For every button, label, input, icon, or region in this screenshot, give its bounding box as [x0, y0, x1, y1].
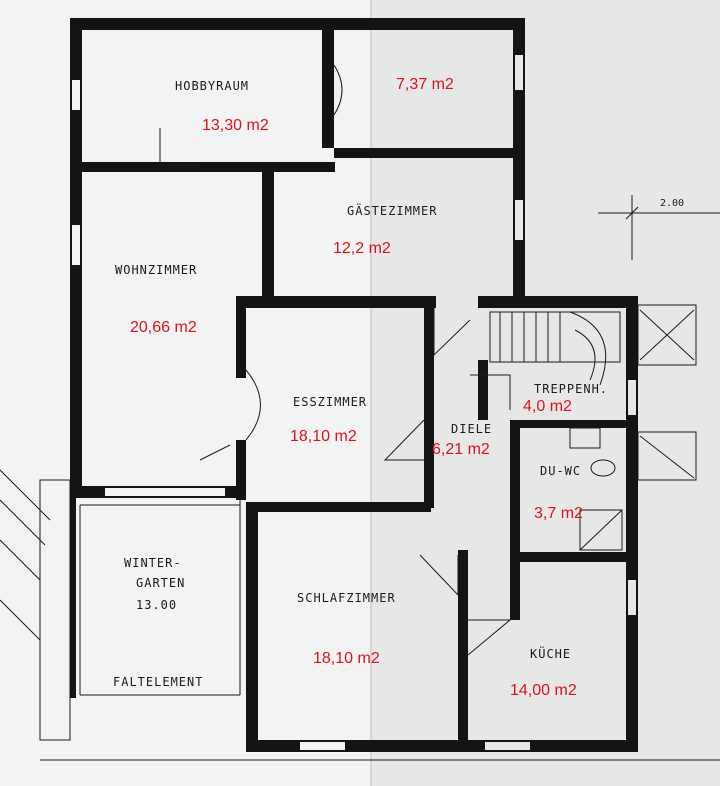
- room-label-hobbyraum: HOBBYRAUM: [175, 79, 249, 93]
- room-label-wohnzimmer: WOHNZIMMER: [115, 263, 197, 277]
- room-area-gaestezimmer: 12,2 m2: [333, 240, 391, 257]
- room-area-duwc: 3,7 m2: [534, 505, 583, 522]
- room-label-treppenhaus: TREPPENH.: [534, 382, 608, 396]
- terrace-hatching: [0, 469, 720, 761]
- room-area-wohnzimmer: 20,66 m2: [130, 319, 197, 336]
- room-label-schlafzimmer: SCHLAFZIMMER: [297, 591, 396, 605]
- room-area-esszimmer: 18,10 m2: [290, 428, 357, 445]
- room-label-kueche: KÜCHE: [530, 645, 571, 661]
- room-label-wintergarten-1: WINTER-: [124, 556, 182, 570]
- room-area-abstell: 7,37 m2: [396, 76, 454, 93]
- room-area-hobbyraum: 13,30 m2: [202, 117, 269, 134]
- doors: [159, 64, 512, 656]
- room-area-diele: 6,21 m2: [432, 441, 490, 458]
- room-label-diele: DIELE: [451, 422, 492, 436]
- room-label-wintergarten-3: 13.00: [136, 598, 177, 612]
- windows: [72, 55, 636, 750]
- room-label-wintergarten-2: GARTEN: [136, 576, 185, 590]
- paper-fold-line: [370, 0, 372, 786]
- room-label-gaestezimmer: GÄSTEZIMMER: [347, 203, 437, 218]
- winter-garden-frame: [79, 500, 241, 696]
- room-label-duwc: DU-WC: [540, 464, 581, 478]
- room-area-schlafzimmer: 18,10 m2: [313, 650, 380, 667]
- dimension-label: 2.00: [660, 198, 684, 209]
- faltelement-label: FALTELEMENT: [113, 675, 203, 689]
- paper-fold-left: [0, 0, 370, 786]
- room-area-kueche: 14,00 m2: [510, 682, 577, 699]
- sanitary-fixtures: [569, 427, 623, 551]
- staircase: [489, 311, 621, 386]
- balcony: [637, 304, 697, 481]
- dimension-marker: 2.00: [598, 195, 720, 260]
- room-area-treppenhaus: 4,0 m2: [523, 398, 572, 415]
- room-label-esszimmer: ESSZIMMER: [293, 395, 367, 409]
